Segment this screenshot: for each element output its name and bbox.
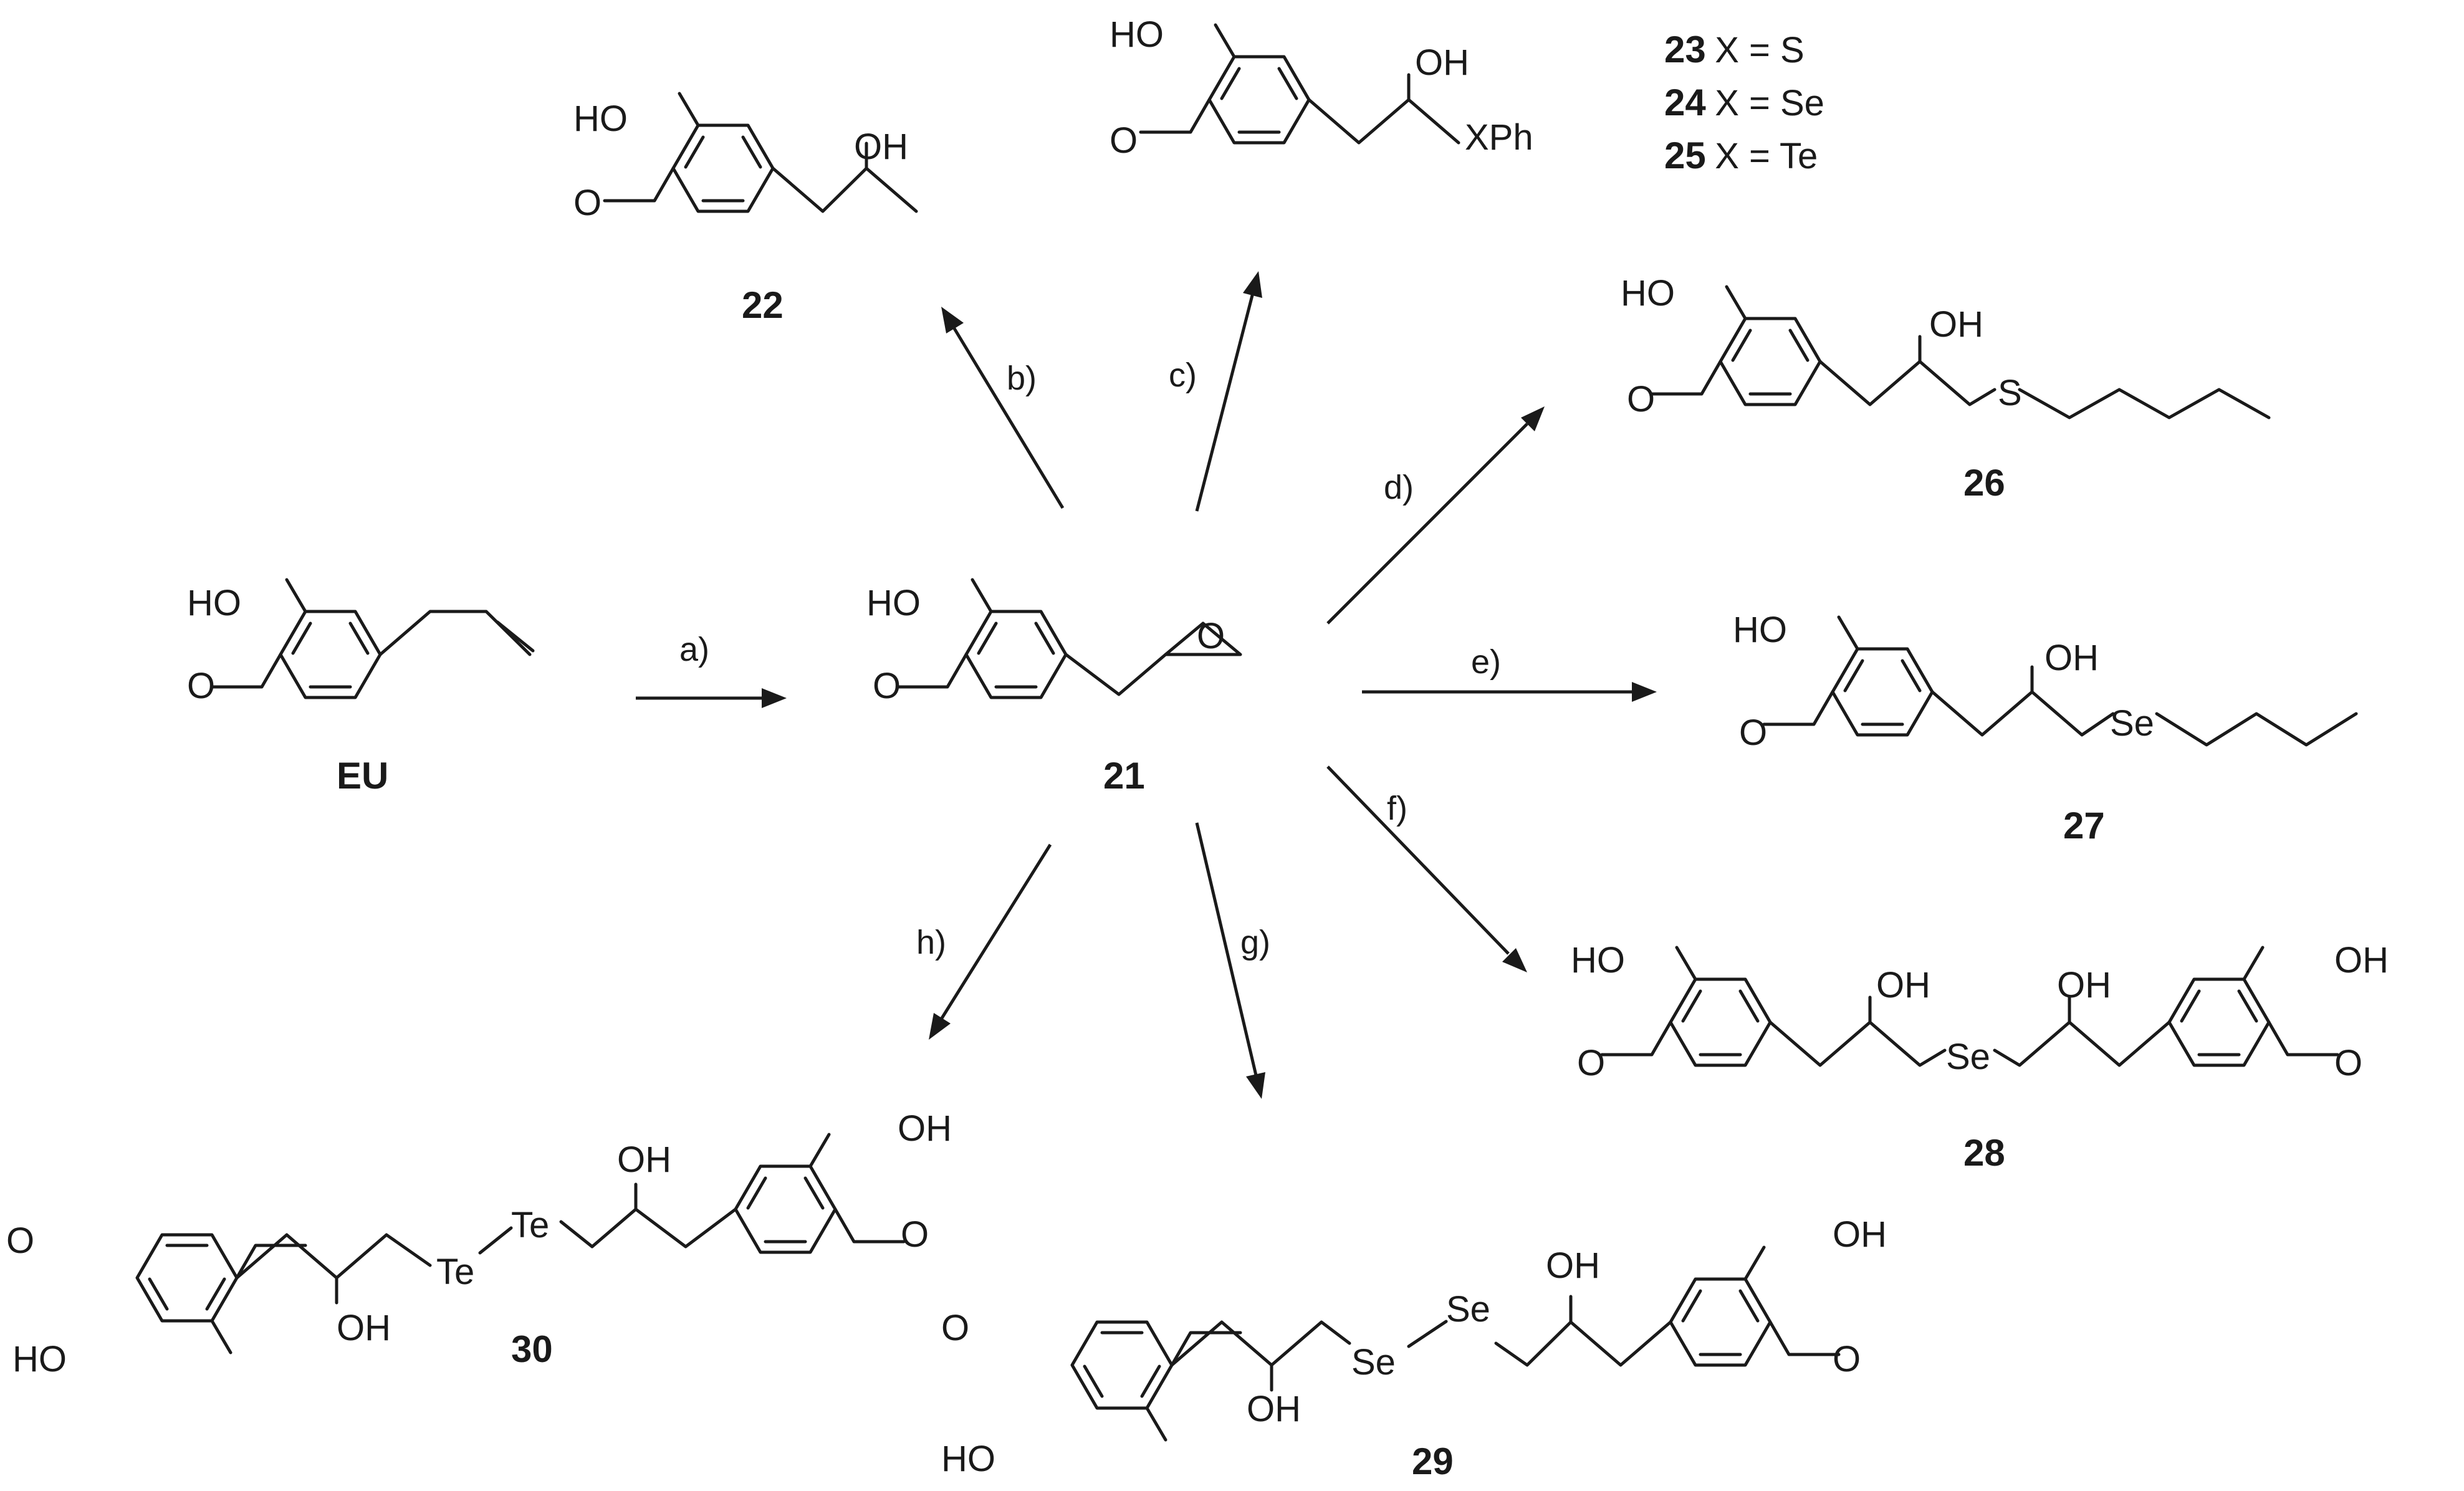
step-label: d) [1384,469,1414,506]
step-label: b) [1007,360,1037,397]
atom-label: OH [617,1139,671,1180]
atom-label: Te [511,1205,549,1245]
atom-label: Se [1446,1289,1490,1330]
compound-22: HO O OH 22 [573,93,918,326]
compound-28: HO O OH Se OH OH O 28 [1571,940,2389,1174]
atom-label: HO [866,583,921,623]
atom-label: OH [2334,940,2389,980]
atom-label: OH [1833,1214,1887,1255]
compound-number: 24 [1664,82,1706,123]
atom-label: O [1110,120,1138,161]
compound-23-25: HO O OH XPh 23 X = S 24 X = Se 25 X = Te [1110,14,1824,176]
substituent: X = S [1715,30,1804,70]
compound-label: 21 [1103,755,1145,797]
compound-label: 30 [511,1328,553,1370]
substituent: X = Se [1715,83,1824,123]
arrow-d: d) [1326,406,1545,625]
compound-27: HO O OH Se 27 [1733,610,2358,846]
arrow-e: e) [1362,643,1657,702]
step-label: f) [1387,790,1407,827]
atom-label: O [901,1214,929,1255]
atom-label: HO [573,98,628,139]
compound-label: 28 [1963,1132,2005,1174]
atom-label: HO [187,583,241,623]
atom-label: OH [337,1308,391,1348]
atom-label: O [1577,1043,1605,1083]
arrow-f: f) [1326,765,1527,972]
step-label: h) [916,924,946,961]
atom-label: Se [1946,1037,1990,1077]
atom-label: O [187,666,215,706]
atom-label: OH [898,1108,952,1149]
series-label-25: 25 X = Te [1664,135,1818,176]
atom-label: XPh [1465,117,1533,158]
compound-label: 29 [1412,1441,1454,1482]
arrow-g: g) [1195,822,1270,1099]
atom-label: HO [1571,940,1625,980]
atom-label: OH [854,127,908,167]
atom-label: OH [1876,965,1930,1005]
arrow-h: h) [916,843,1052,1040]
atom-label: O [6,1220,34,1261]
atom-label: OH [2045,638,2099,678]
atom-label: O [941,1308,969,1348]
atom-label: OH [2057,965,2111,1005]
atom-label: OH [1415,42,1469,83]
atom-label: Te [436,1252,474,1292]
compound-26: HO O OH S 26 [1621,273,2271,504]
atom-label: HO [1110,14,1164,55]
compound-29: O HO OH Se Se OH OH O 29 [941,1214,1887,1482]
step-label: a) [679,631,709,668]
arrow-b: b) [941,307,1065,509]
series-label-23: 23 X = S [1664,29,1805,70]
atom-label: HO [941,1439,995,1479]
substituent: X = Te [1715,136,1818,176]
compound-number: 25 [1664,135,1706,176]
step-label: g) [1240,924,1270,961]
atom-label: HO [12,1339,67,1379]
compound-label: 27 [2063,805,2105,846]
compound-30: O HO OH Te Te OH OH O 30 [6,1108,952,1379]
compound-21: HO O O 21 [866,580,1242,797]
reaction-arrows: a) b) c) d) e) f) [636,271,1657,1099]
compound-label: 22 [742,284,784,326]
atom-label: OH [1929,304,1983,345]
compound-number: 23 [1664,29,1706,70]
atom-label: HO [1621,273,1675,314]
compound-eu: HO O EU [187,580,535,797]
atom-label: HO [1733,610,1787,650]
compound-label: EU [337,755,388,797]
compound-label: 26 [1963,462,2005,504]
atom-label: O [1197,616,1225,656]
atom-label: OH [1247,1389,1301,1429]
arrow-c: c) [1169,271,1262,512]
atom-label: O [573,183,602,223]
series-labels: 23 X = S 24 X = Se 25 X = Te [1664,29,1824,176]
atom-label: Se [2110,703,2154,744]
series-label-24: 24 X = Se [1664,82,1824,123]
atom-label: Se [1351,1342,1396,1383]
atom-label: OH [1546,1245,1600,1286]
atom-label: O [1739,712,1767,753]
atom-label: O [1627,379,1655,419]
atom-label: S [1998,373,2022,413]
atom-label: O [2334,1043,2362,1083]
step-label: c) [1169,357,1197,394]
atom-label: O [873,666,901,706]
arrow-a: a) [636,631,787,708]
atom-label: O [1833,1339,1861,1379]
step-label: e) [1471,643,1501,681]
